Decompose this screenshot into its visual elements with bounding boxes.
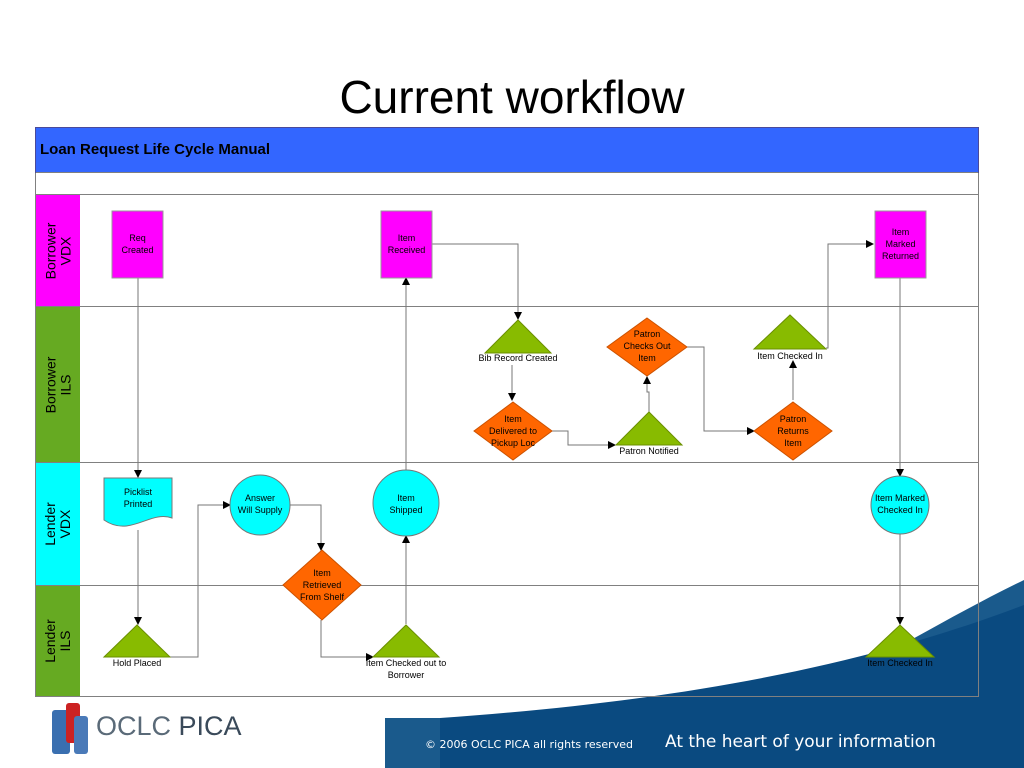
node-item-marked-checked-in [870,475,930,535]
label-hold-placed: Hold Placed [112,658,162,668]
connector [643,376,651,412]
label-picklist-printed: Picklist Printed [123,487,153,509]
label-item-delivered: Item Delivered to Pickup Loc [488,414,538,448]
node-picklist-printed [103,477,173,527]
band-divider [36,172,978,173]
node-answer-will-supply [229,474,291,536]
label-item-received: Item Received [387,233,426,255]
footer-tagline: At the heart of your information [665,732,936,752]
node-req-created [111,210,164,279]
node-item-marked-returned [874,210,927,279]
node-item-checked-in-lender [864,624,936,658]
label-patron-returns: Patron Returns Item [777,414,809,448]
node-item-received [380,210,433,279]
label-item-retrieved: Item Retrieved From Shelf [299,568,344,602]
connector [432,243,522,320]
connector [290,504,325,551]
node-item-checked-out [371,624,441,658]
connector [552,430,616,449]
node-item-shipped [372,469,440,537]
label-item-checked-in-lender: Item Checked In [867,658,933,668]
node-hold-placed [102,624,172,658]
node-item-retrieved [282,549,362,621]
node-patron-checks-out [606,317,688,377]
lane-borrower-vdx: Borrower VDX [36,195,80,306]
label-answer-will-supply: Answer Will Supply [237,493,283,515]
lane-divider [36,462,978,463]
label-item-checked-out: Item Checked out to Borrower [365,658,447,680]
node-item-delivered [473,401,553,461]
connector [320,620,374,661]
logo-text-pica: PICA [178,711,242,741]
label-bib-record-created: Bib Record Created [478,353,558,363]
lane-borrower-ils: Borrower ILS [36,307,80,462]
lane-divider [36,585,978,586]
connector [165,501,231,658]
label-patron-checks-out: Patron Checks Out Item [623,329,671,363]
node-patron-notified [614,411,684,446]
label-req-created: Req Created [121,233,154,255]
lane-divider [36,306,978,307]
connector [826,240,874,349]
footer-copyright: © 2006 OCLC PICA all rights reserved [425,738,633,751]
connector [687,346,755,435]
diagram-header-title: Loan Request Life Cycle Manual [40,141,271,158]
label-patron-notified: Patron Notified [619,446,679,456]
slide-title: Current workflow [339,71,685,123]
label-item-checked-in-borrower: Item Checked In [757,351,823,361]
lane-lender-ils: Lender ILS [36,586,80,696]
node-patron-returns [753,401,833,461]
logo-text-oclc: OCLC [96,711,172,741]
logo-wordmark: OCLC PICA [96,711,242,742]
label-item-marked-checked-in: Item Marked Checked In [874,493,925,515]
node-item-checked-in-borrower [752,314,828,350]
label-item-shipped: Item Shipped [389,493,423,515]
lane-lender-vdx: Lender VDX [36,463,80,585]
label-item-marked-returned: Item Marked Returned [881,227,920,261]
node-bib-record-created [483,319,553,354]
band-divider [36,194,978,195]
